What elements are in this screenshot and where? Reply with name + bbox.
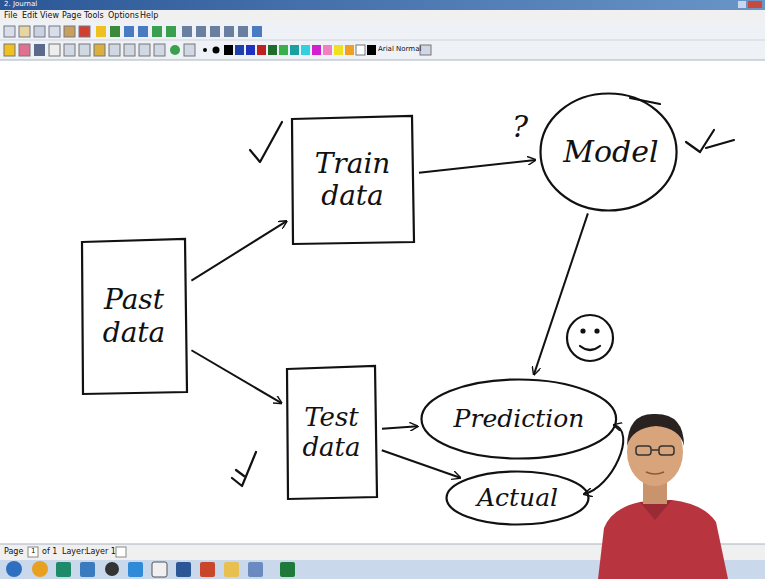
outline-shape [287, 366, 377, 499]
outline-shape [447, 472, 589, 525]
font-selector: Arial Normal [378, 46, 421, 53]
layer-name: Layer 1 [86, 548, 116, 556]
node-text: Past data [88, 284, 180, 348]
arrow-connector [191, 350, 281, 403]
outline-shape [540, 94, 676, 211]
node-text: Actual [477, 484, 558, 513]
arrow-connector [419, 160, 536, 173]
menu-item: View [40, 12, 59, 20]
arrow-connector [584, 425, 623, 494]
page-label: Page [4, 548, 23, 556]
question-mark: ? [512, 112, 528, 142]
node-outline [80, 238, 188, 395]
menu-item: Tools [84, 12, 104, 20]
menu-item: Page [62, 12, 81, 20]
node-text: Train data [298, 148, 407, 212]
arrow-connector [191, 221, 286, 280]
model-circle: Model [539, 92, 678, 212]
data-box: Past data [80, 238, 188, 395]
outline-shape [422, 380, 617, 459]
menu-item: Help [140, 12, 158, 20]
node-outline [539, 92, 678, 212]
outline-shape [82, 239, 187, 394]
node-outline [420, 378, 618, 460]
window-title: 2. Journal [4, 1, 37, 8]
node-text: Prediction [454, 405, 585, 434]
actual-ellipse: Actual [445, 470, 590, 526]
menu-item: Options [108, 12, 139, 20]
page-count: of 1 [42, 548, 57, 556]
menu-item: File [4, 12, 17, 20]
node-text: Model [563, 135, 653, 170]
node-outline [290, 115, 415, 245]
arrow-connector [534, 213, 588, 374]
data-box: Train data [290, 115, 415, 245]
data-box: Test data [285, 365, 378, 500]
page-number: 1 [31, 548, 35, 555]
arrow-connector [382, 450, 460, 478]
node-outline [285, 365, 378, 500]
prediction-ellipse: Prediction [420, 378, 618, 460]
outline-shape [292, 116, 414, 244]
layer-label: Layer: [62, 548, 87, 556]
arrow-connector [382, 426, 418, 429]
node-outline [445, 470, 590, 526]
node-text: Test data [293, 403, 370, 463]
menu-item: Edit [22, 12, 38, 20]
